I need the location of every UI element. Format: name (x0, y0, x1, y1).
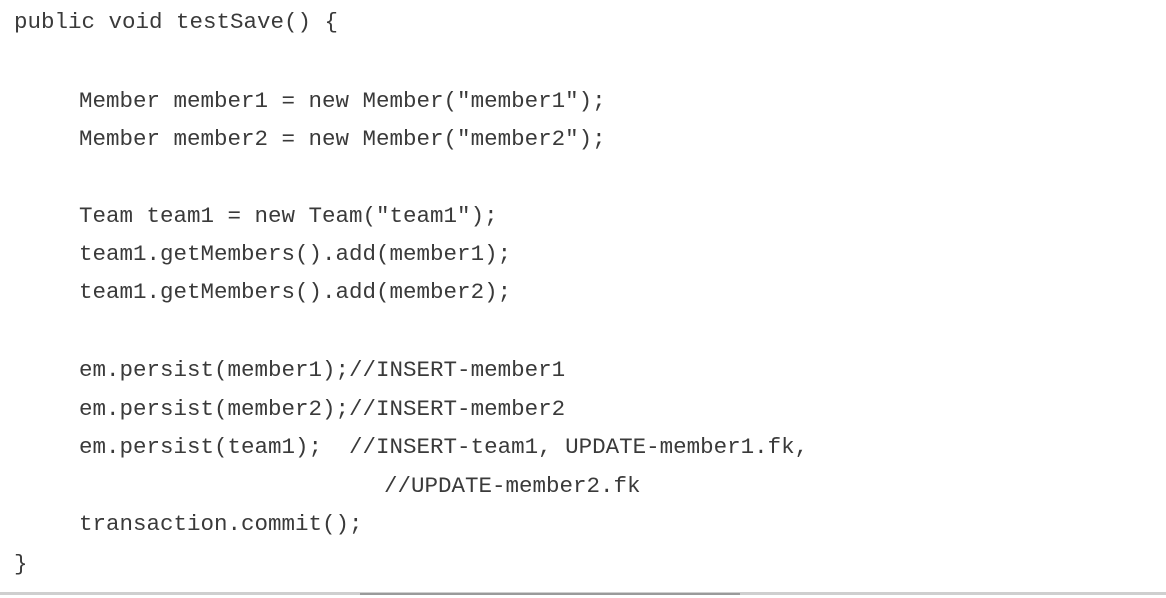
add-member2-line: team1.getMembers().add(member2); (79, 279, 512, 305)
add-member1-line: team1.getMembers().add(member1); (79, 241, 512, 267)
persist-team1-comment-continuation: //UPDATE-member2.fk (384, 473, 641, 499)
persist-member2-line: em.persist(member2);//INSERT-member2 (79, 396, 566, 422)
bottom-divider-accent (360, 593, 740, 595)
persist-member1-line: em.persist(member1);//INSERT-member1 (79, 357, 566, 383)
persist-team1-line: em.persist(team1); //INSERT-team1, UPDAT… (79, 434, 809, 460)
team1-declaration: Team team1 = new Team("team1"); (79, 203, 498, 229)
member1-declaration: Member member1 = new Member("member1"); (79, 88, 606, 114)
closing-brace: } (14, 551, 28, 577)
method-signature: public void testSave() { (14, 9, 339, 35)
member2-declaration: Member member2 = new Member("member2"); (79, 126, 606, 152)
commit-line: transaction.commit(); (79, 511, 363, 537)
